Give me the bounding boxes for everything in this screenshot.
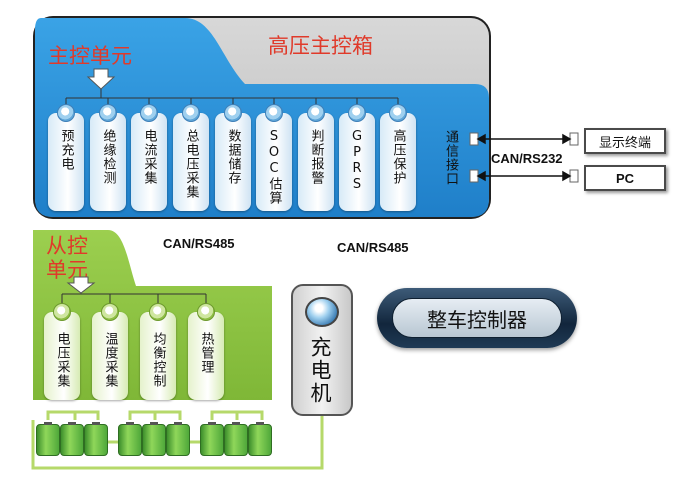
module-total-voltage-sampling: 总电压采集 xyxy=(173,113,209,211)
charger-label: 充电机 xyxy=(308,336,332,405)
battery-icon xyxy=(200,422,224,456)
module-label: 均衡控制 xyxy=(150,332,166,388)
node-icon xyxy=(197,303,215,321)
module-temperature-sampling: 温度采集 xyxy=(92,312,128,400)
module-current-sampling: 电流采集 xyxy=(131,113,167,211)
comm-port-label: 通信接口 xyxy=(443,130,458,186)
module-voltage-sampling: 电压采集 xyxy=(44,312,80,400)
node-icon xyxy=(101,303,119,321)
node-icon xyxy=(57,104,75,122)
node-icon xyxy=(149,303,167,321)
module-label: 高压保护 xyxy=(390,129,406,185)
can-rs485-left-label: CAN/RS485 xyxy=(163,236,235,251)
battery-icon xyxy=(84,422,108,456)
module-label: 判断报警 xyxy=(308,129,324,185)
can-rs485-right-label: CAN/RS485 xyxy=(337,240,409,255)
battery-icon xyxy=(248,422,272,456)
node-icon xyxy=(307,104,325,122)
node-icon xyxy=(99,104,117,122)
node-icon xyxy=(224,104,242,122)
main-box-title: 高压主控箱 xyxy=(268,34,373,58)
module-judge-alarm: 判断报警 xyxy=(298,113,334,211)
module-label: 热管理 xyxy=(198,332,214,374)
module-balance-control: 均衡控制 xyxy=(140,312,176,400)
module-precharge: 预充电 xyxy=(48,113,84,211)
node-icon xyxy=(389,104,407,122)
module-insulation-detect: 绝缘检测 xyxy=(90,113,126,211)
charger-indicator-icon xyxy=(305,297,339,327)
main-unit-label: 主控单元 xyxy=(48,44,132,68)
node-icon xyxy=(182,104,200,122)
module-label: 预充电 xyxy=(58,129,74,171)
module-label: 绝缘检测 xyxy=(100,129,116,185)
battery-icon xyxy=(60,422,84,456)
battery-icon xyxy=(118,422,142,456)
module-data-storage: 数据储存 xyxy=(215,113,251,211)
slave-label-line1: 从控 xyxy=(46,234,88,258)
module-label: 数据储存 xyxy=(225,129,241,185)
module-label: SOC估算 xyxy=(266,129,282,205)
battery-icon xyxy=(166,422,190,456)
node-icon xyxy=(53,303,71,321)
vehicle-controller-label: 整车控制器 xyxy=(392,298,562,338)
module-thermal-management: 热管理 xyxy=(188,312,224,400)
down-arrow-icon xyxy=(86,68,116,90)
display-terminal: 显示终端 xyxy=(584,128,666,154)
node-icon xyxy=(348,104,366,122)
can-rs232-label: CAN/RS232 xyxy=(491,151,563,166)
node-icon xyxy=(265,104,283,122)
module-label: 电压采集 xyxy=(54,332,70,388)
pc-terminal: PC xyxy=(584,165,666,191)
battery-icon xyxy=(142,422,166,456)
module-label: 电流采集 xyxy=(141,129,157,185)
node-icon xyxy=(140,104,158,122)
module-hv-protection: 高压保护 xyxy=(380,113,416,211)
module-label: 温度采集 xyxy=(102,332,118,388)
battery-icon xyxy=(224,422,248,456)
module-soc-estimation: SOC估算 xyxy=(256,113,292,211)
down-arrow-icon xyxy=(66,276,96,294)
module-gprs: GPRS xyxy=(339,113,375,211)
module-label: 总电压采集 xyxy=(183,129,199,199)
module-label: GPRS xyxy=(349,129,365,193)
battery-icon xyxy=(36,422,60,456)
